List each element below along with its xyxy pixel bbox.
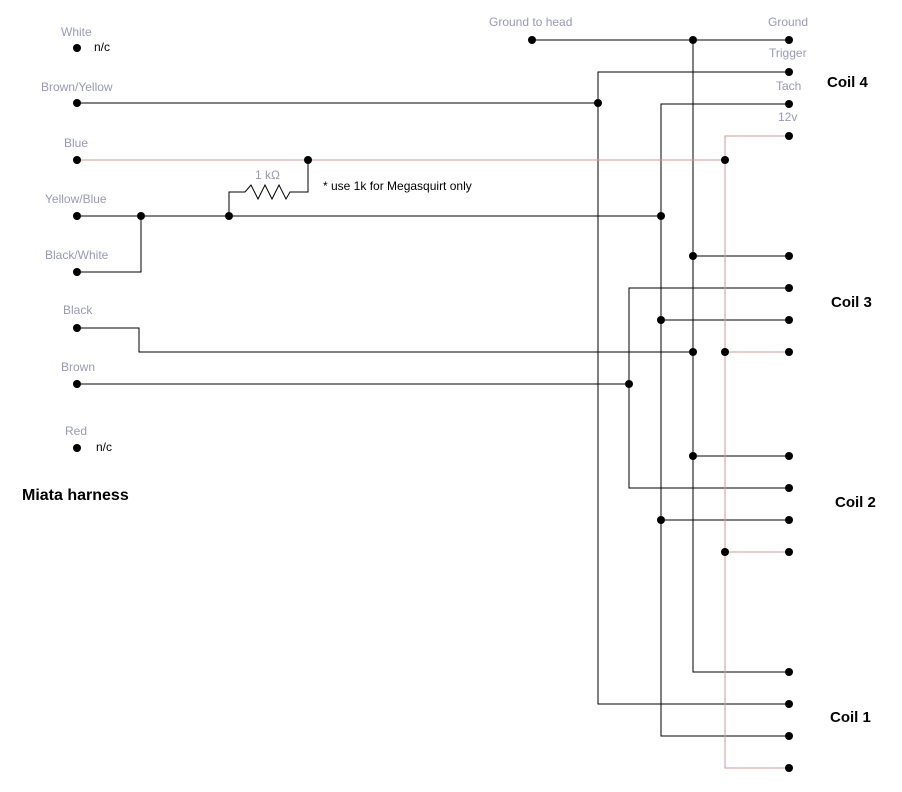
yellow-blue-label: Yellow/Blue [45,192,107,206]
coil4-label: Coil 4 [827,74,868,91]
black-label: Black [63,303,93,317]
pin-dot-coil2-12v [785,548,793,556]
white-nc-label: n/c [94,40,111,54]
pin-label-ground: Ground [768,15,809,29]
junction-dot-brownyellow-trigger [594,99,602,107]
pin-dot-coil4-12v [785,132,793,140]
junction-dot-12v-coil2 [721,548,729,556]
terminal-dot-black-white [73,268,81,276]
black-white-label: Black/White [45,248,109,262]
junction-dot-tach-coil3 [657,316,665,324]
trigger-bus-coil3-coil2 [628,287,789,489]
red-label: Red [65,424,88,438]
terminal-dot-white [73,44,81,52]
resistor-note-label: * use 1k for Megasquirt only [323,179,472,193]
junction-dot-tach-coil2 [657,516,665,524]
harness-title: Miata harness [22,487,129,504]
pin-dot-coil2-trigger [785,484,793,492]
brown-label: Brown [61,360,96,374]
junction-dot-black-ground [689,348,697,356]
pin-dot-coil3-tach [785,316,793,324]
trigger-bus-coil4-coil1 [597,71,789,705]
black-white-wire [77,216,142,273]
black-wire [77,327,693,353]
white-label: White [61,25,92,39]
pin-label-tach: Tach [776,79,802,93]
brown-yellow-label: Brown/Yellow [41,80,113,94]
pin-dot-coil1-tach [785,732,793,740]
junction-dot-ground-coil2 [689,452,697,460]
pin-dot-coil3-12v [785,348,793,356]
pin-dot-coil3-trigger [785,284,793,292]
pin-dot-coil1-ground [785,668,793,676]
red-nc-label: n/c [96,440,113,454]
coil3-label: Coil 3 [831,294,872,311]
junction-dot-resistor-blue [304,156,312,164]
pin-dot-coil4-tach [785,100,793,108]
coil1-label: Coil 1 [830,709,871,726]
terminal-dot-ground-to-head [528,36,536,44]
junction-dot-yellowblue-tach-bus [657,212,665,220]
coil2-label: Coil 2 [835,494,876,511]
terminal-dot-brown-yellow [73,99,81,107]
junction-dot-12v-coil3 [721,348,729,356]
pin-dot-coil4-trigger [785,68,793,76]
pin-dot-coil3-ground [785,252,793,260]
junction-dot-brown-trigger-bus [625,380,633,388]
pin-dot-coil2-tach [785,516,793,524]
pin-label-12v: 12v [778,110,798,124]
junction-dot-ground-coil3 [689,252,697,260]
junction-dot-ground-top [689,36,697,44]
junction-dot-blue-12v-bus [721,156,729,164]
resistor-1k [228,160,309,216]
pin-dot-coil4-ground [785,36,793,44]
ground-to-head-label: Ground to head [489,15,573,29]
pin-dot-coil1-trigger [785,700,793,708]
terminal-dot-brown [73,380,81,388]
ground-bus [692,40,789,673]
terminal-dot-blue [73,156,81,164]
blue-label: Blue [64,136,89,150]
terminal-dot-yellow-blue [73,212,81,220]
pin-label-trigger: Trigger [769,46,807,60]
terminal-dot-red [73,444,81,452]
junction-dot-resistor-yellowblue [225,212,233,220]
dots-layer [73,36,793,772]
junction-dot-blackwhite-yellowblue [137,212,145,220]
pin-dot-coil1-12v [785,764,793,772]
terminal-dot-black [73,324,81,332]
wires-layer [77,39,789,769]
resistor-value-label: 1 kΩ [255,168,280,182]
12v-bus [724,135,789,769]
pin-dot-coil2-ground [785,452,793,460]
